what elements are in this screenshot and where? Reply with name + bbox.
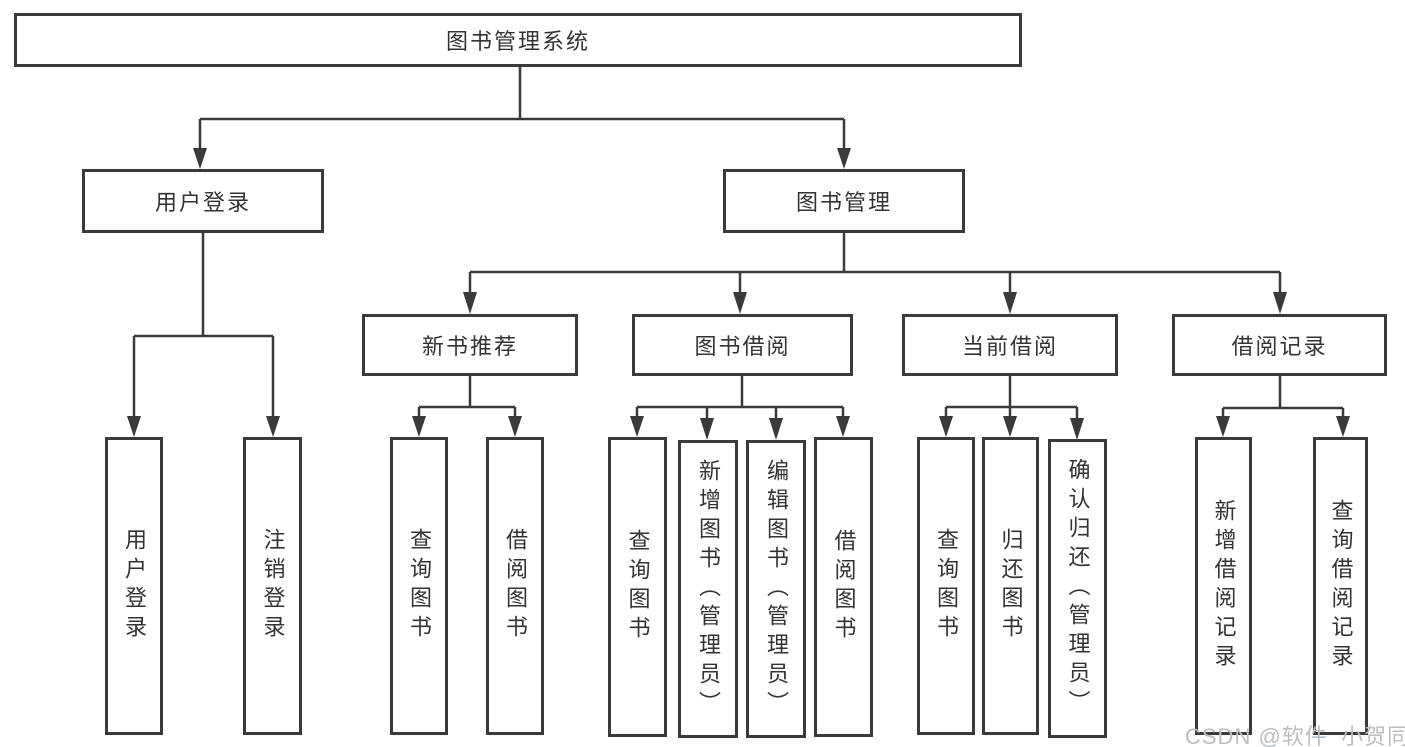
leaf-borrow-books-recommend: 借阅图书	[486, 437, 544, 735]
arrowhead-icon	[463, 292, 477, 314]
leaf-label: 确认归还（管理员）	[1065, 458, 1091, 719]
node-book-management: 图书管理	[723, 169, 965, 233]
arrowhead-icon	[769, 418, 783, 440]
leaf-user-login: 用户登录	[105, 437, 163, 735]
node-borrow-records: 借阅记录	[1172, 314, 1387, 376]
arrowhead-icon	[266, 416, 280, 437]
leaf-label: 新增图书（管理员）	[696, 458, 721, 720]
leaf-return-books: 归还图书	[982, 437, 1039, 735]
leaf-edit-book-admin: 编辑图书（管理员）	[746, 440, 806, 738]
leaf-label: 查询图书	[625, 529, 651, 645]
arrowhead-icon	[1070, 418, 1084, 440]
node-label: 图书管理	[795, 190, 892, 215]
node-label: 图书管理系统	[445, 29, 590, 54]
leaf-label: 归还图书	[998, 528, 1024, 644]
leaf-label: 用户登录	[122, 528, 147, 644]
arrowhead-icon	[1003, 292, 1017, 314]
leaf-label: 注销登录	[260, 528, 286, 644]
leaf-add-book-admin: 新增图书（管理员）	[678, 440, 738, 738]
leaf-label: 查询借阅记录	[1328, 499, 1354, 673]
node-label: 当前借阅	[961, 334, 1058, 359]
node-label: 用户登录	[154, 190, 251, 215]
leaf-label: 查询图书	[934, 528, 959, 644]
node-user-login: 用户登录	[82, 169, 324, 233]
leaf-query-books-borrow: 查询图书	[608, 437, 667, 737]
leaf-label: 新增借阅记录	[1211, 499, 1237, 673]
node-label: 借阅记录	[1231, 334, 1328, 359]
arrowhead-icon	[193, 148, 207, 169]
csdn-watermark: CSDN @软件_小贺同学	[1185, 724, 1405, 747]
arrowhead-icon	[412, 416, 426, 437]
leaf-confirm-return-admin: 确认归还（管理员）	[1048, 439, 1107, 738]
arrowhead-icon	[1003, 416, 1017, 437]
node-current-borrow: 当前借阅	[902, 314, 1118, 376]
arrowhead-icon	[836, 416, 850, 437]
arrowhead-icon	[1216, 416, 1230, 437]
arrowhead-icon	[630, 416, 644, 437]
leaf-label: 查询图书	[407, 528, 432, 644]
leaf-logout-login: 注销登录	[243, 437, 302, 735]
arrowhead-icon	[127, 416, 141, 437]
node-label: 图书借阅	[694, 334, 791, 359]
arrowhead-icon	[1336, 416, 1350, 437]
leaf-add-borrow-record: 新增借阅记录	[1195, 437, 1252, 735]
leaf-label: 借阅图书	[503, 528, 528, 644]
node-label: 新书推荐	[421, 334, 518, 359]
leaf-query-books-recommend: 查询图书	[390, 437, 448, 735]
arrowhead-icon	[837, 148, 851, 169]
node-new-book-recommend: 新书推荐	[362, 314, 578, 376]
leaf-query-borrow-record: 查询借阅记录	[1313, 437, 1368, 735]
leaf-query-books-current: 查询图书	[917, 437, 975, 735]
leaf-borrow-books: 借阅图书	[814, 437, 873, 737]
node-book-borrow: 图书借阅	[632, 314, 853, 376]
arrowhead-icon	[733, 292, 747, 314]
arrowhead-icon	[1273, 292, 1287, 314]
leaf-label: 编辑图书（管理员）	[764, 458, 789, 720]
leaf-label: 借阅图书	[831, 529, 857, 645]
node-library-system: 图书管理系统	[14, 13, 1022, 67]
arrowhead-icon	[508, 416, 522, 437]
arrowhead-icon	[939, 416, 953, 437]
arrowhead-icon	[700, 418, 714, 440]
